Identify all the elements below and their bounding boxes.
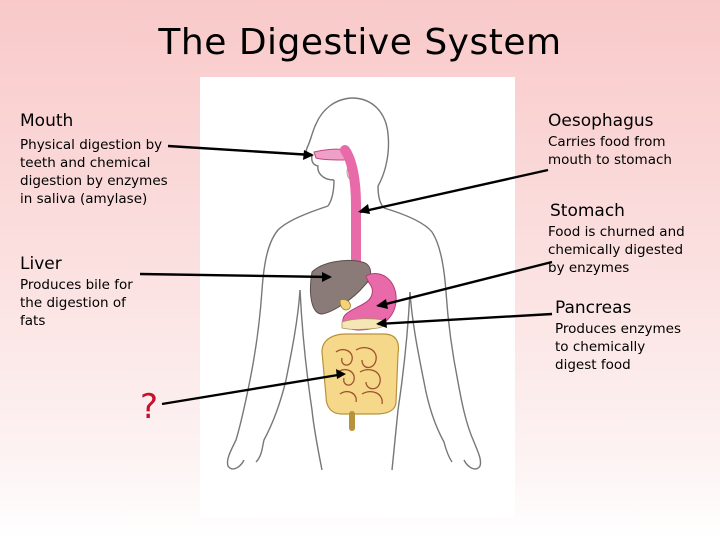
mouth-pointer — [167, 144, 313, 157]
question-mark: ? — [140, 387, 159, 427]
mouth-arrowhead — [303, 150, 314, 160]
oesophagus-desc-line: mouth to stomach — [548, 152, 672, 168]
pancreas-arrowhead — [376, 318, 387, 328]
pancreas-pointer — [377, 312, 553, 326]
mouth-description: Physical digestion by teeth and chemical… — [20, 136, 168, 208]
liver-heading: Liver — [20, 254, 62, 274]
stomach-desc-line: by enzymes — [548, 260, 630, 276]
liver-desc-line: Produces bile for — [20, 277, 133, 293]
large-intestine — [321, 333, 400, 415]
oesophagus-desc-line: Carries food from — [548, 134, 666, 150]
liver-desc-line: fats — [20, 313, 46, 329]
pointer-arrowheads — [303, 150, 388, 379]
gall-bladder — [339, 299, 351, 311]
mouth-desc-line: Physical digestion by — [20, 137, 163, 153]
question-pointer — [161, 372, 345, 406]
pointer-lines — [139, 144, 553, 406]
pancreas-desc-line: digest food — [555, 357, 631, 373]
stomach-heading: Stomach — [550, 201, 625, 221]
question-arrowhead — [336, 369, 346, 379]
mouth-heading: Mouth — [20, 111, 74, 131]
small-intestine — [335, 346, 383, 405]
oesophagus — [340, 145, 373, 283]
oesophagus-heading: Oesophagus — [548, 111, 654, 131]
mouth-desc-line: teeth and chemical — [20, 155, 151, 171]
stomach-desc-line: Food is churned and — [548, 224, 685, 240]
stomach-description: Food is churned and chemically digested … — [548, 223, 685, 277]
stomach-arrowhead — [376, 299, 388, 309]
pancreas-desc-line: to chemically — [555, 339, 646, 355]
body-outline — [226, 97, 482, 471]
page-title: The Digestive System — [158, 22, 562, 63]
pancreas-heading: Pancreas — [555, 298, 632, 318]
stomach-pointer — [377, 260, 553, 308]
liver-description: Produces bile for the digestion of fats — [20, 276, 133, 330]
pancreas-description: Produces enzymes to chemically digest fo… — [555, 320, 681, 374]
mouth-desc-line: in saliva (amylase) — [20, 191, 148, 207]
oesophagus-arrowhead — [358, 204, 370, 214]
pancreas-desc-line: Produces enzymes — [555, 321, 682, 337]
oesophagus-pointer — [359, 168, 549, 214]
oesophagus-description: Carries food from mouth to stomach — [548, 133, 672, 169]
liver-pointer — [139, 272, 331, 279]
liver-desc-line: the digestion of — [20, 295, 126, 311]
stomach-desc-line: chemically digested — [548, 242, 684, 258]
mouth-desc-line: digestion by enzymes — [20, 173, 168, 189]
liver-arrowhead — [322, 272, 332, 282]
